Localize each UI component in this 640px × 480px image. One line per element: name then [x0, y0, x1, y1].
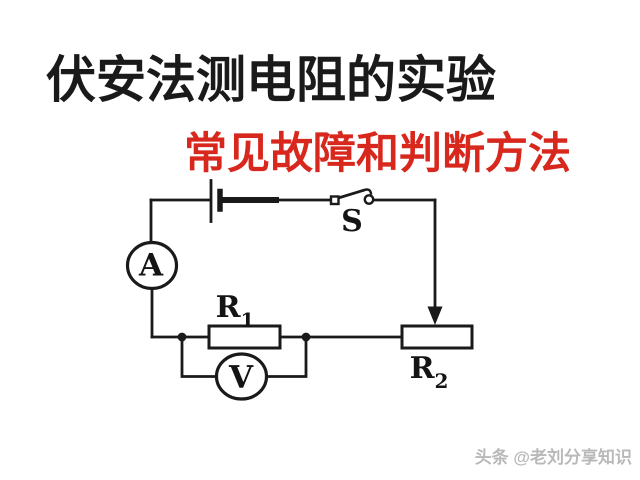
resistor-r1-label: R1 [215, 290, 255, 331]
voltmeter-label: V [228, 359, 254, 396]
switch-right-terminal [363, 194, 375, 205]
voltmeter-branch-right [265, 335, 308, 378]
slide-subtitle: 常见故障和判断方法 [184, 129, 571, 179]
resistor-r1-subscript: 1 [240, 308, 255, 332]
resistor-r1-letter: R [215, 290, 241, 325]
rheostat-wiper-arrow [427, 306, 443, 325]
rheostat-r2-letter: R [409, 351, 435, 386]
rheostat-r2-label: R2 [409, 351, 449, 392]
watermark-text: 头条 @老刘分享知识 [474, 448, 632, 467]
slide-title: 伏安法测电阻的实验 [46, 50, 496, 109]
voltmeter-circle [214, 352, 269, 401]
resistor-r1-box [207, 324, 282, 350]
ammeter-label: A [138, 247, 164, 284]
switch-left-terminal [329, 195, 340, 206]
rheostat-r2-subscript: 2 [434, 369, 449, 393]
switch-blade [338, 188, 365, 200]
switch-label: S [341, 204, 363, 239]
voltmeter-branch-left [180, 335, 218, 378]
switch-blade-hook [361, 188, 373, 195]
rheostat-r2-box [400, 324, 474, 350]
